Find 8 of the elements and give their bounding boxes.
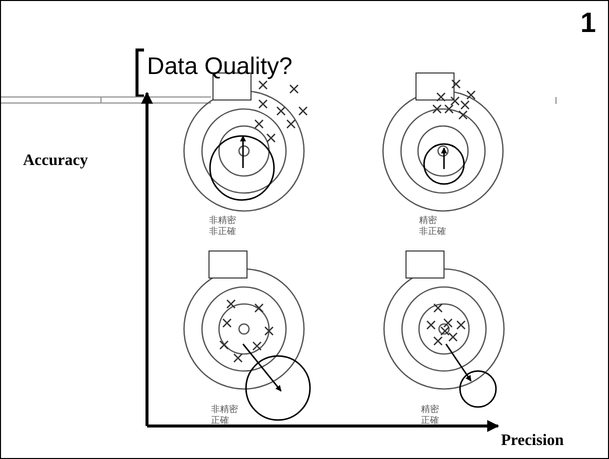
axis-label: Precision <box>501 432 564 450</box>
axis-label: Accuracy <box>23 152 88 170</box>
target-caption: 非精密正確 <box>211 404 238 426</box>
target-caption: 精密正確 <box>421 404 439 426</box>
target-caption: 非精密非正確 <box>209 215 236 237</box>
slide-number: 1 <box>580 7 596 39</box>
slide-title: Data Quality? <box>147 53 292 81</box>
target-caption: 精密非正確 <box>419 215 446 237</box>
